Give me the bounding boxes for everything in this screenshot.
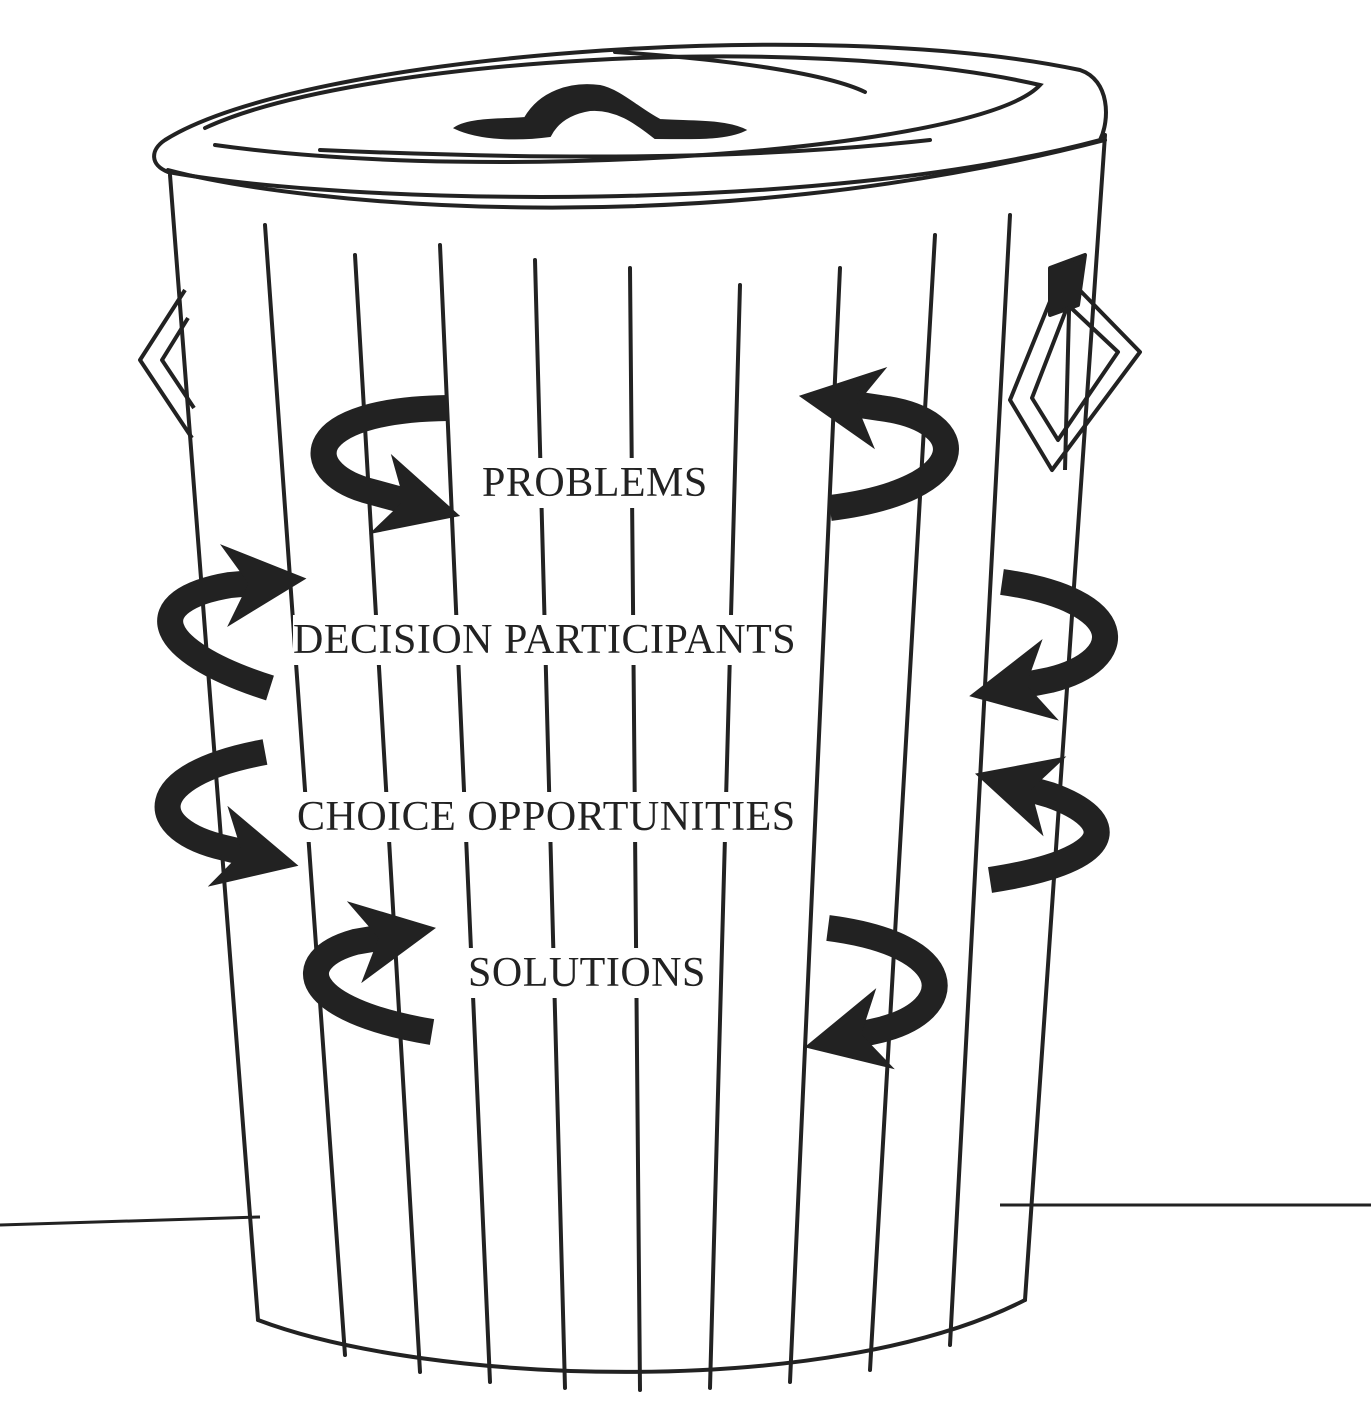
right-side-handle-icon (1010, 255, 1140, 470)
arrow-participants-left-icon (170, 582, 270, 688)
arrow-solutions-right-icon (828, 928, 935, 1038)
label-choice-opportunities: CHOICE OPPORTUNITIES (297, 792, 796, 842)
arrow-participants-right-icon (1002, 582, 1105, 688)
label-decision-participants: DECISION PARTICIPANTS (293, 615, 796, 665)
arrow-choice-left-icon (168, 752, 265, 856)
arrow-choice-right-icon (990, 785, 1097, 880)
label-problems: PROBLEMS (482, 458, 708, 508)
arrow-solutions-left-icon (316, 935, 432, 1032)
label-solutions: SOLUTIONS (468, 948, 706, 998)
ground-line (0, 1205, 1371, 1225)
lid-handle-icon (455, 85, 745, 138)
arrow-problems-left-icon (324, 408, 448, 505)
arrow-problems-right-icon (830, 402, 946, 508)
